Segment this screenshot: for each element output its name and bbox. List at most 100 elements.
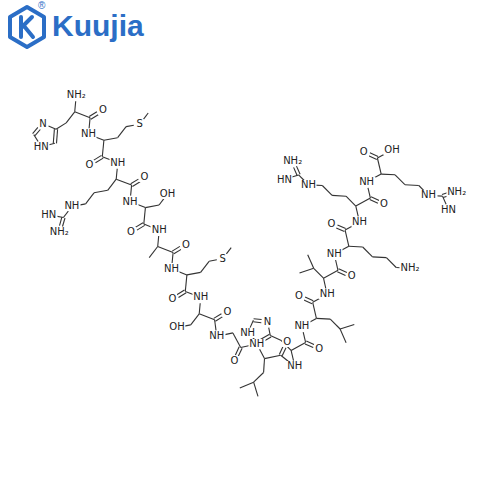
bond-line bbox=[34, 135, 38, 142]
bond-line bbox=[405, 184, 419, 186]
atom-label: O bbox=[98, 105, 108, 115]
bond-line bbox=[235, 347, 239, 355]
atom-label: NH bbox=[293, 321, 310, 331]
atom-label: O bbox=[168, 294, 178, 304]
atom-label: NH bbox=[208, 331, 225, 341]
bond-line bbox=[238, 348, 242, 356]
atom-label: NH bbox=[319, 289, 336, 299]
bond-line bbox=[373, 256, 387, 258]
bond-line bbox=[305, 344, 313, 348]
bond-line bbox=[145, 205, 159, 208]
atom-label: NH bbox=[300, 180, 317, 190]
atom-label: NH bbox=[420, 190, 437, 200]
bond-line bbox=[340, 324, 354, 329]
bond-line bbox=[337, 272, 345, 276]
bond-line bbox=[370, 153, 378, 157]
atom-label: O bbox=[139, 172, 149, 182]
bond-line bbox=[332, 195, 346, 197]
bond-line bbox=[143, 113, 148, 119]
atom-label: NH₂ bbox=[49, 227, 70, 237]
bond-line bbox=[260, 349, 265, 358]
bond-line bbox=[94, 190, 108, 193]
bond-line bbox=[336, 260, 338, 270]
bond-line bbox=[294, 167, 298, 175]
bond-line bbox=[199, 303, 200, 314]
brand-name: Kuujia bbox=[52, 11, 144, 41]
bond-line bbox=[56, 123, 66, 129]
atom-label: OH bbox=[168, 322, 185, 332]
atom-label: NH bbox=[326, 249, 343, 259]
bond-line bbox=[270, 336, 281, 341]
bond-line bbox=[63, 218, 66, 227]
bond-line bbox=[443, 196, 447, 204]
registered-mark: ® bbox=[38, 1, 45, 11]
bond-line bbox=[297, 166, 301, 174]
atom-label: NH bbox=[248, 339, 265, 349]
atom-label: NH bbox=[121, 197, 138, 207]
bond-line bbox=[33, 127, 38, 133]
bond-line bbox=[308, 255, 314, 269]
bond-line bbox=[322, 186, 332, 196]
bond-line bbox=[89, 112, 97, 117]
bond-line bbox=[172, 253, 173, 264]
atom-label: HN bbox=[40, 210, 57, 220]
atom-label: NH bbox=[286, 361, 303, 371]
bond-line bbox=[313, 302, 317, 318]
bond-line bbox=[371, 197, 379, 201]
bond-line bbox=[306, 341, 314, 345]
bond-line bbox=[57, 129, 58, 143]
atom-label: HN bbox=[440, 205, 457, 215]
atom-label: HN bbox=[276, 175, 293, 185]
atom-label: O bbox=[326, 219, 336, 229]
bond-line bbox=[214, 314, 222, 319]
atom-label: NH bbox=[80, 129, 97, 139]
bond-line bbox=[131, 185, 132, 196]
bond-line bbox=[96, 158, 104, 163]
bond-line bbox=[209, 260, 217, 262]
bond-line bbox=[369, 156, 377, 160]
bond-line bbox=[291, 350, 293, 360]
bond-line bbox=[254, 382, 258, 396]
atom-label: NH₂ bbox=[446, 187, 467, 197]
atom-label: O bbox=[126, 227, 136, 237]
logo-k-mark bbox=[21, 17, 33, 37]
atom-label: NH bbox=[239, 328, 256, 338]
bond-line bbox=[158, 247, 173, 253]
bond-line bbox=[191, 314, 200, 325]
bond-line bbox=[172, 246, 180, 251]
bond-line bbox=[305, 297, 313, 301]
atom-label: N bbox=[263, 317, 272, 327]
bond-line bbox=[149, 247, 158, 258]
bond-line bbox=[131, 179, 139, 184]
bond-line bbox=[60, 217, 62, 226]
bond-line bbox=[381, 174, 395, 176]
atom-label: O bbox=[379, 199, 389, 209]
bond-line bbox=[159, 199, 164, 205]
bond-line bbox=[304, 300, 312, 304]
bond-line bbox=[126, 125, 134, 126]
atom-label: O bbox=[85, 160, 95, 170]
bond-line bbox=[263, 359, 265, 373]
bond-line bbox=[330, 319, 340, 329]
bond-line bbox=[339, 269, 347, 273]
bond-line bbox=[253, 321, 261, 323]
bond-line bbox=[363, 247, 373, 257]
bond-line bbox=[269, 328, 271, 336]
bond-line bbox=[215, 320, 216, 331]
atom-label: NH bbox=[151, 225, 168, 235]
bond-line bbox=[279, 346, 283, 354]
bond-line bbox=[336, 228, 344, 232]
atom-label: S bbox=[219, 254, 227, 264]
atom-label: NH bbox=[358, 177, 375, 187]
bond-line bbox=[66, 112, 75, 123]
atom-label: NH₂ bbox=[282, 156, 303, 166]
bond-line bbox=[201, 261, 210, 272]
atom-label: O bbox=[314, 344, 324, 354]
atom-label: HN bbox=[33, 142, 50, 152]
bond-line bbox=[179, 293, 187, 298]
atom-label: O bbox=[181, 240, 191, 250]
atom-label: NH bbox=[63, 201, 80, 211]
bond-line bbox=[49, 126, 57, 129]
bond-line bbox=[75, 101, 76, 112]
